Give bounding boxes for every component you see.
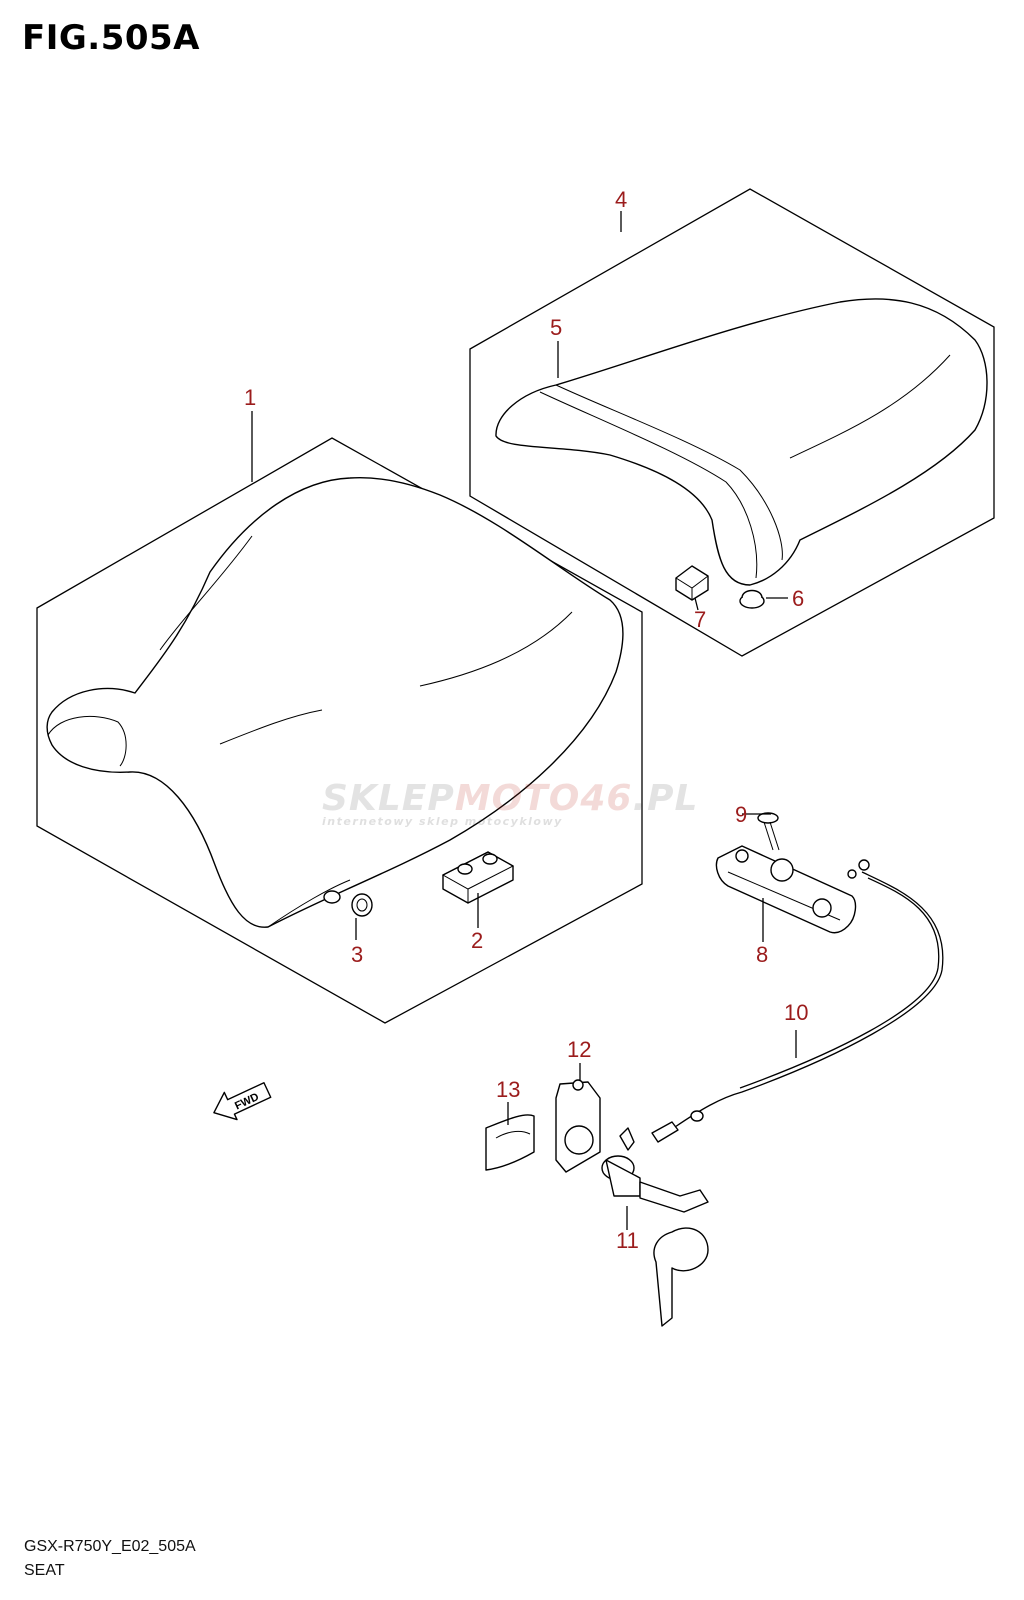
bracket-part-2[interactable]: [441, 851, 515, 904]
forward-arrow-icon: FWD: [213, 1082, 272, 1121]
callout-9[interactable]: 9: [735, 802, 747, 827]
screw-part-9[interactable]: [757, 812, 780, 851]
lock-cylinder-part-11[interactable]: [601, 1127, 709, 1327]
callout-2[interactable]: 2: [471, 928, 483, 953]
lock-mechanism-assembly: [651, 812, 944, 1143]
callout-3[interactable]: 3: [351, 942, 363, 967]
callout-4[interactable]: 4: [615, 187, 627, 212]
callout-6[interactable]: 6: [792, 586, 804, 611]
fwd-label: FWD: [233, 1091, 261, 1112]
front-seat-assembly: [36, 411, 643, 1024]
rear-seat-cover[interactable]: [495, 298, 988, 586]
lock-bracket-part-8[interactable]: [715, 845, 857, 934]
callout-8[interactable]: 8: [756, 942, 768, 967]
damper-part-7[interactable]: [675, 565, 709, 601]
callout-5[interactable]: 5: [550, 315, 562, 340]
grommet-part-3[interactable]: [323, 890, 373, 917]
rear-seat-assembly: [469, 188, 995, 657]
callout-12[interactable]: 12: [567, 1037, 591, 1062]
figure-title: FIG.505A: [22, 18, 200, 58]
callout-13[interactable]: 13: [496, 1077, 520, 1102]
model-code: GSX-R750Y_E02_505A: [24, 1538, 196, 1555]
section-name: SEAT: [24, 1562, 65, 1579]
seat-lock-cable-part-10[interactable]: [674, 871, 944, 1128]
lock-cylinder-assembly: [485, 1063, 709, 1327]
callout-10[interactable]: 10: [784, 1000, 808, 1025]
bracket-part-13[interactable]: [485, 1114, 535, 1171]
rear-seat-group-frame: [469, 188, 995, 657]
front-seat-group-frame: [36, 437, 643, 1024]
callout-11[interactable]: 11: [616, 1228, 639, 1253]
cover-part-12[interactable]: [555, 1079, 601, 1173]
callout-1[interactable]: 1: [244, 385, 256, 410]
callout-7[interactable]: 7: [694, 607, 706, 632]
front-seat[interactable]: [46, 476, 624, 928]
nut-part-6[interactable]: [739, 589, 765, 609]
